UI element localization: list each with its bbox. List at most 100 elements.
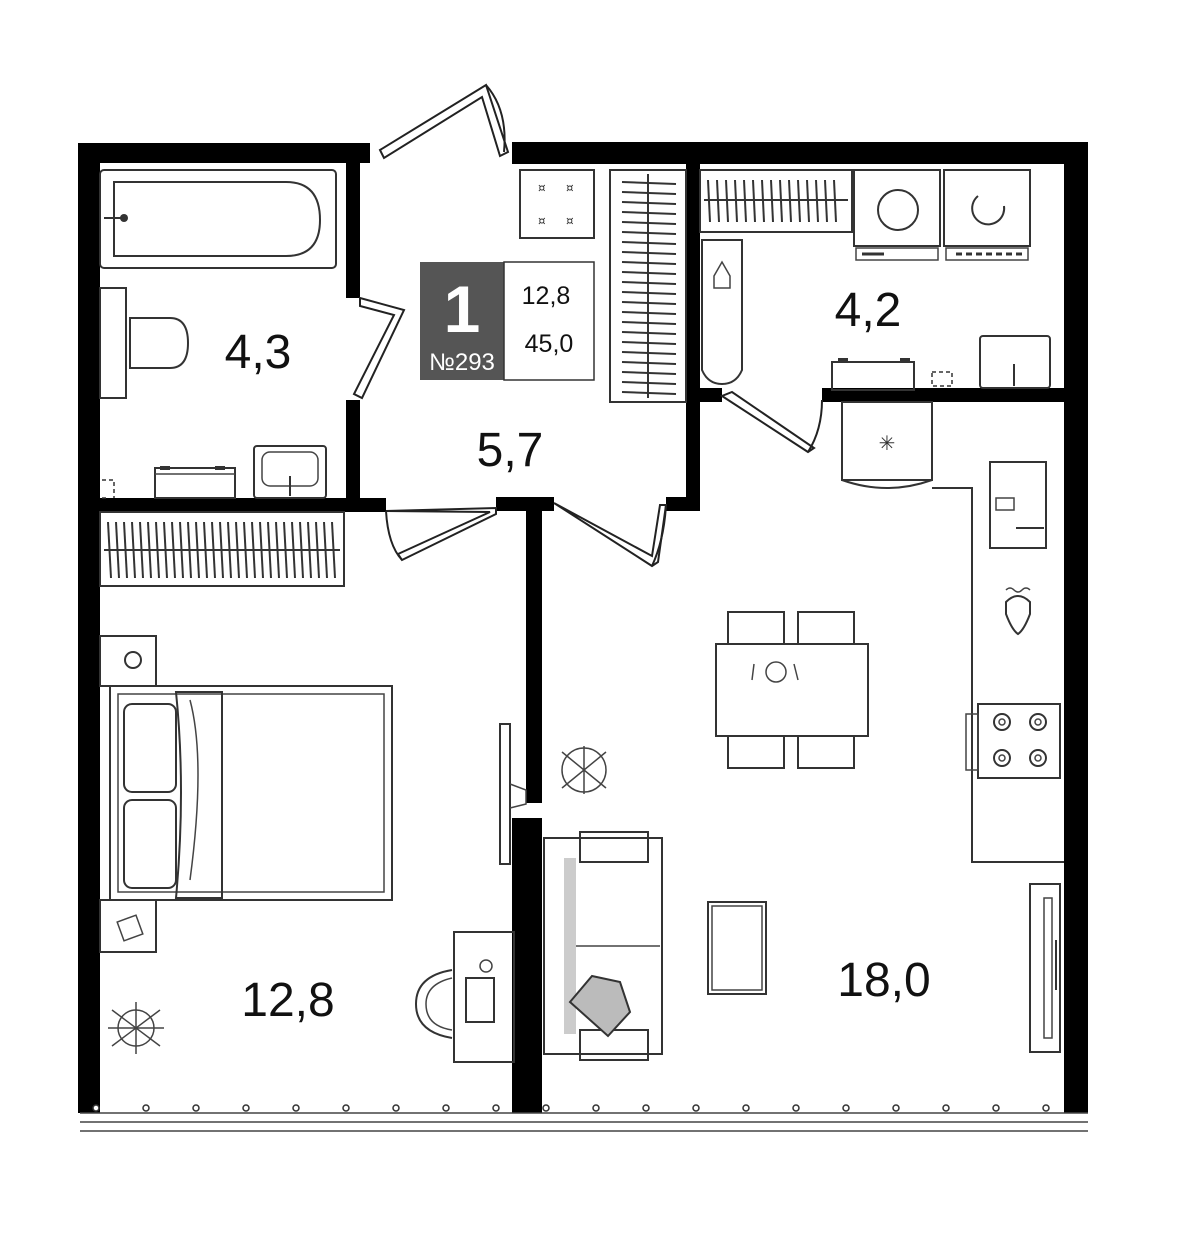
hanger-line — [211, 521, 216, 579]
hanger-line — [770, 179, 774, 223]
dryer — [943, 169, 1031, 261]
bathroom-sink — [102, 445, 327, 499]
hanger-line — [203, 521, 208, 579]
svg-text:¤: ¤ — [538, 214, 546, 228]
hanger-line — [621, 311, 677, 315]
hanger-line — [315, 521, 320, 579]
window-dot — [492, 1104, 500, 1112]
svg-text:¤: ¤ — [566, 214, 574, 228]
hanger-line — [267, 521, 272, 579]
bedroom-plant — [108, 1002, 164, 1054]
hanger-line — [752, 179, 756, 223]
hanger-line — [219, 521, 224, 579]
window-dot — [642, 1104, 650, 1112]
total-area-value: 45,0 — [525, 330, 574, 358]
badge-background — [420, 262, 504, 380]
hanger-line — [179, 521, 184, 579]
bathtub — [99, 169, 337, 269]
bedroom-wardrobe — [99, 511, 345, 587]
kitchen-living-area: 18,0 — [837, 954, 930, 1007]
svg-text:¤: ¤ — [538, 181, 546, 195]
hanger-line — [227, 521, 232, 579]
bedroom-area: 12,8 — [241, 974, 334, 1027]
hanger-line — [621, 211, 677, 215]
apartment-badge: 1 №293 12,8 45,0 — [420, 261, 595, 381]
window-dot — [392, 1104, 400, 1112]
window-dot — [992, 1104, 1000, 1112]
hanger-line — [621, 301, 677, 305]
hanger-line — [163, 521, 168, 579]
fridge: ✳ — [841, 401, 933, 489]
hanger-line — [147, 521, 152, 579]
hanger-line — [275, 521, 280, 579]
hanger-line — [621, 181, 677, 185]
hanger-line — [779, 179, 783, 223]
kitchen-counter — [932, 461, 1064, 863]
window-dot — [92, 1104, 100, 1112]
hanger-line — [307, 521, 312, 579]
hanger-line — [259, 521, 264, 579]
window-dot — [242, 1104, 250, 1112]
hanger-line — [621, 261, 677, 265]
utility-area: 4,2 — [835, 284, 902, 337]
window-dot — [142, 1104, 150, 1112]
window-dot — [542, 1104, 550, 1112]
window-dot — [342, 1104, 350, 1112]
desk — [414, 931, 515, 1063]
doors — [352, 83, 823, 568]
hanger-line — [621, 191, 677, 195]
hanger-line — [283, 521, 288, 579]
hanger-line — [761, 179, 765, 223]
washing-machine — [853, 169, 941, 261]
hanger-line — [621, 371, 677, 375]
hanger-line — [621, 291, 677, 295]
window-dot — [1042, 1104, 1050, 1112]
hanger-line — [107, 521, 112, 579]
hanger-line — [123, 521, 128, 579]
living-plant — [561, 746, 607, 794]
apartment-number: №293 — [429, 349, 495, 376]
hall-wardrobe — [609, 169, 687, 403]
hanger-line — [797, 179, 801, 223]
hanger-line — [131, 521, 136, 579]
hanger-line — [621, 351, 677, 355]
svg-text:¤: ¤ — [566, 181, 574, 195]
hanger-line — [707, 179, 711, 223]
hanger-line — [621, 391, 677, 395]
hanger-line — [251, 521, 256, 579]
windows — [80, 1104, 1088, 1132]
hanger-line — [621, 221, 677, 225]
walls — [78, 142, 1088, 1113]
svg-text:✳: ✳ — [879, 431, 896, 455]
hanger-line — [291, 521, 296, 579]
hanger-line — [743, 179, 747, 223]
dining-table — [715, 611, 869, 769]
room-labels: 4,3 5,7 4,2 12,8 18,0 — [225, 284, 931, 1027]
utility-sink — [831, 335, 1051, 391]
hanger-line — [621, 251, 677, 255]
window-dot — [942, 1104, 950, 1112]
hall-cabinet: ¤ ¤ ¤ ¤ — [519, 169, 595, 239]
hallway-area: 5,7 — [477, 424, 544, 477]
hanger-line — [806, 179, 810, 223]
hanger-line — [139, 521, 144, 579]
window-dot — [692, 1104, 700, 1112]
window-dot — [742, 1104, 750, 1112]
coffee-table — [707, 901, 767, 995]
living-area-value: 12,8 — [522, 282, 571, 310]
hanger-line — [243, 521, 248, 579]
window-dot — [792, 1104, 800, 1112]
hanger-line — [621, 341, 677, 345]
hanger-line — [725, 179, 729, 223]
hanger-line — [815, 179, 819, 223]
hanger-line — [187, 521, 192, 579]
window-dot — [592, 1104, 600, 1112]
window-dot — [442, 1104, 450, 1112]
hanger-line — [621, 241, 677, 245]
bathroom-area: 4,3 — [225, 326, 292, 379]
window-dot — [842, 1104, 850, 1112]
hanger-line — [195, 521, 200, 579]
hanger-line — [155, 521, 160, 579]
room-count: 1 — [444, 272, 481, 346]
